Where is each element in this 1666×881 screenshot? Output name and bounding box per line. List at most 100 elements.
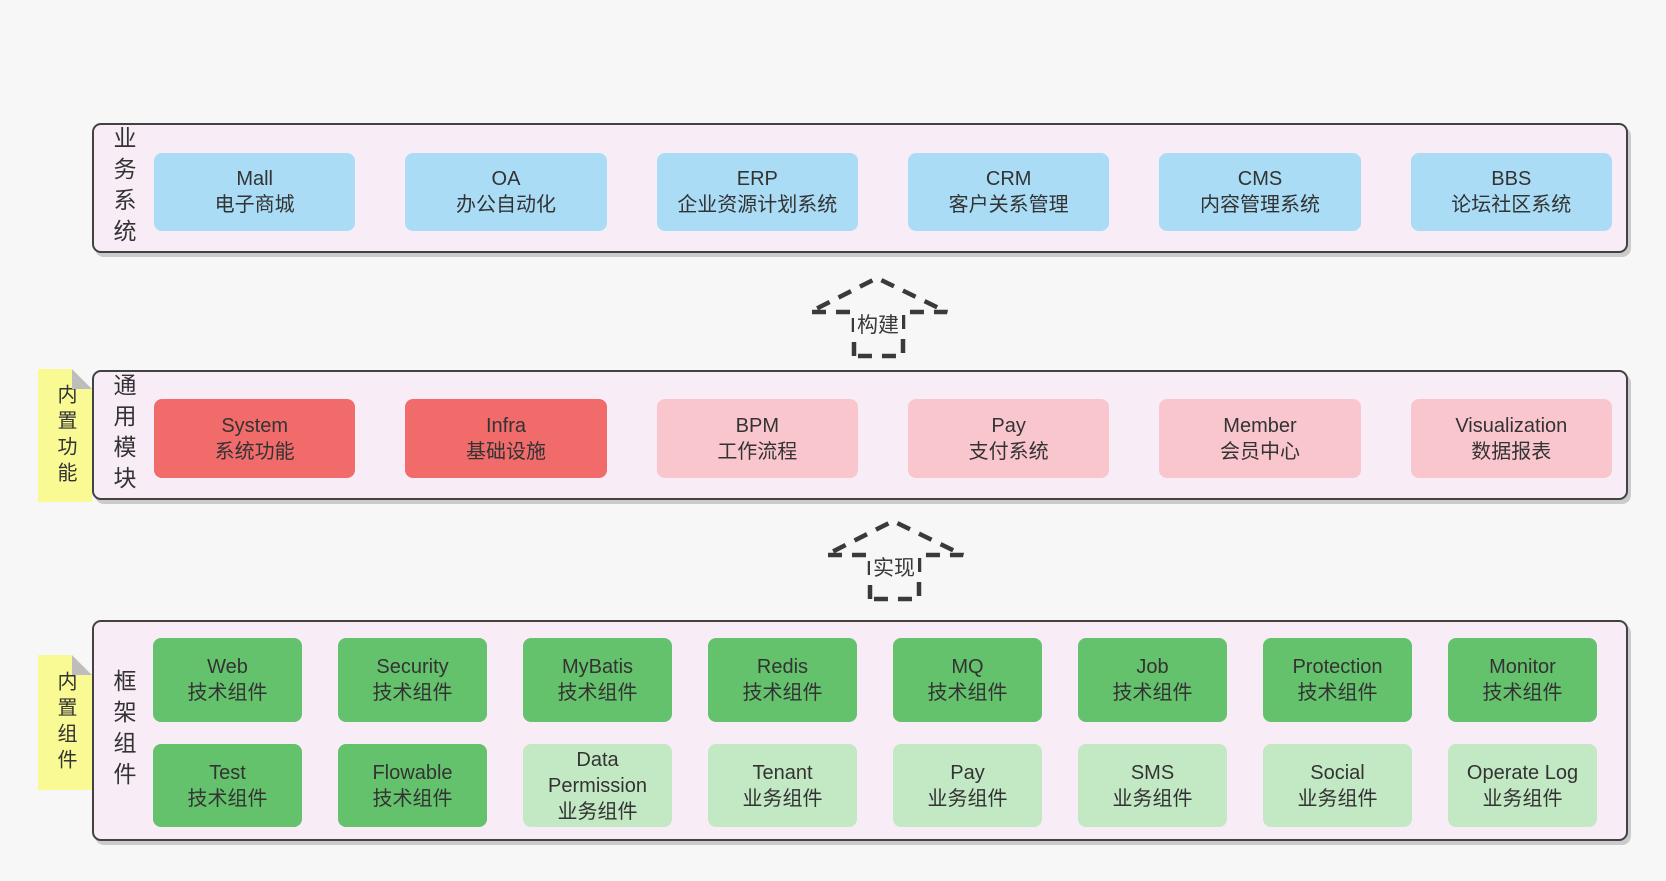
box-infra: Infra 基础设施 (405, 399, 607, 478)
box-desc: 业务组件 (1297, 787, 1378, 810)
box-desc: 业务组件 (927, 787, 1008, 810)
box-name: Web (207, 656, 248, 678)
box-name: Tenant (752, 761, 813, 784)
sticky-note-builtin-features: 内置功能 (38, 369, 92, 502)
box-desc: 技术组件 (372, 787, 453, 810)
box-desc: 业务组件 (1482, 787, 1563, 810)
box-name: MyBatis (561, 656, 634, 678)
box-monitor: Monitor 技术组件 (1448, 638, 1597, 722)
box-erp: ERP 企业资源计划系统 (656, 153, 858, 231)
framework-boxes-row-2: Test 技术组件 Flowable 技术组件 Data Permission … (153, 744, 1597, 827)
box-mall: Mall 电子商城 (154, 153, 356, 231)
box-desc: 客户关系管理 (948, 194, 1069, 216)
box-name: CMS (1237, 168, 1283, 190)
box-bbs: BBS 论坛社区系统 (1410, 153, 1612, 231)
arrow-implement-label: 实现 (870, 552, 918, 582)
arrow-build: 构建 (803, 272, 953, 360)
box-redis: Redis 技术组件 (708, 638, 857, 722)
box-desc: 系统功能 (214, 440, 295, 463)
arrow-build-label: 构建 (854, 309, 902, 339)
box-social: Social 业务组件 (1263, 744, 1412, 827)
box-name: SMS (1130, 761, 1175, 784)
band-business-systems: 业务系统 Mall 电子商城 OA 办公自动化 ERP 企业资源计划系统 CRM… (92, 123, 1628, 253)
box-desc: 论坛社区系统 (1451, 194, 1572, 216)
framework-boxes-row-1: Web 技术组件 Security 技术组件 MyBatis 技术组件 Redi… (153, 638, 1597, 722)
box-name: Data Permission (548, 748, 647, 797)
box-sms: SMS 业务组件 (1078, 744, 1227, 827)
box-desc: 技术组件 (187, 787, 268, 810)
box-name: Test (209, 761, 246, 784)
band-common-modules: 通用模块 System 系统功能 Infra 基础设施 BPM 工作流程 Pay… (92, 370, 1628, 500)
box-name: Mall (236, 168, 273, 190)
box-name: Protection (1292, 656, 1383, 678)
box-mybatis: MyBatis 技术组件 (523, 638, 672, 722)
box-name: Social (1310, 761, 1365, 784)
sticky-note-text: 内置功能 (54, 383, 76, 488)
box-desc: 技术组件 (1112, 682, 1193, 704)
box-name: OA (491, 168, 521, 190)
box-desc: 技术组件 (1297, 682, 1378, 704)
box-name: Flowable (372, 761, 453, 784)
box-desc: 技术组件 (372, 682, 453, 704)
band-modules-label: 通用模块 (110, 373, 136, 497)
sticky-note-text: 内置组件 (54, 670, 76, 775)
box-security: Security 技术组件 (338, 638, 487, 722)
band-framework-label: 框架组件 (110, 668, 136, 793)
box-name: Monitor (1489, 656, 1556, 678)
box-desc: 业务组件 (1112, 787, 1193, 810)
band-business-label: 业务系统 (110, 126, 136, 250)
box-visualization: Visualization 数据报表 (1410, 399, 1612, 478)
box-desc: 业务组件 (557, 800, 638, 823)
box-name: Pay (950, 761, 985, 784)
box-desc: 技术组件 (557, 682, 638, 704)
box-test: Test 技术组件 (153, 744, 302, 827)
box-job: Job 技术组件 (1078, 638, 1227, 722)
arrow-implement: 实现 (819, 515, 969, 603)
band-framework-components: 框架组件 Web 技术组件 Security 技术组件 MyBatis 技术组件… (92, 620, 1628, 841)
box-name: BPM (735, 414, 779, 437)
box-cms: CMS 内容管理系统 (1159, 153, 1361, 231)
box-desc: 业务组件 (742, 787, 823, 810)
box-name: Infra (485, 414, 526, 437)
box-web: Web 技术组件 (153, 638, 302, 722)
box-desc: 技术组件 (187, 682, 268, 704)
box-crm: CRM 客户关系管理 (907, 153, 1110, 231)
box-name: Visualization (1455, 414, 1568, 437)
box-name: Operate Log (1466, 761, 1579, 784)
box-name: Pay (991, 414, 1026, 437)
box-data-permission: Data Permission 业务组件 (523, 744, 672, 827)
box-name: Job (1136, 656, 1169, 678)
box-system: System 系统功能 (154, 399, 356, 478)
box-name: CRM (985, 168, 1032, 190)
box-desc: 技术组件 (742, 682, 823, 704)
box-desc: 电子商城 (214, 194, 295, 216)
box-desc: 工作流程 (717, 440, 798, 463)
modules-boxes-row: System 系统功能 Infra 基础设施 BPM 工作流程 Pay 支付系统… (154, 399, 1612, 478)
box-desc: 办公自动化 (455, 194, 556, 216)
sticky-note-builtin-components: 内置组件 (38, 655, 92, 790)
box-member: Member 会员中心 (1159, 399, 1361, 478)
box-pay-module: Pay 支付系统 (907, 399, 1110, 478)
box-desc: 数据报表 (1471, 440, 1552, 463)
box-tenant: Tenant 业务组件 (708, 744, 857, 827)
box-desc: 技术组件 (927, 682, 1008, 704)
box-desc: 会员中心 (1219, 440, 1300, 463)
box-operate-log: Operate Log 业务组件 (1448, 744, 1597, 827)
box-oa: OA 办公自动化 (405, 153, 607, 231)
box-desc: 支付系统 (968, 440, 1049, 463)
box-name: Redis (756, 656, 809, 678)
box-desc: 技术组件 (1482, 682, 1563, 704)
box-name: ERP (736, 168, 778, 190)
box-name: Security (376, 656, 449, 678)
business-boxes-row: Mall 电子商城 OA 办公自动化 ERP 企业资源计划系统 CRM 客户关系… (154, 153, 1612, 231)
box-name: System (221, 414, 288, 437)
box-name: Member (1223, 414, 1297, 437)
box-desc: 基础设施 (465, 440, 546, 463)
box-pay-component: Pay 业务组件 (893, 744, 1042, 827)
dashed-up-arrow-icon (824, 518, 964, 602)
box-flowable: Flowable 技术组件 (338, 744, 487, 827)
box-mq: MQ 技术组件 (893, 638, 1042, 722)
box-name: BBS (1491, 168, 1532, 190)
box-protection: Protection 技术组件 (1263, 638, 1412, 722)
